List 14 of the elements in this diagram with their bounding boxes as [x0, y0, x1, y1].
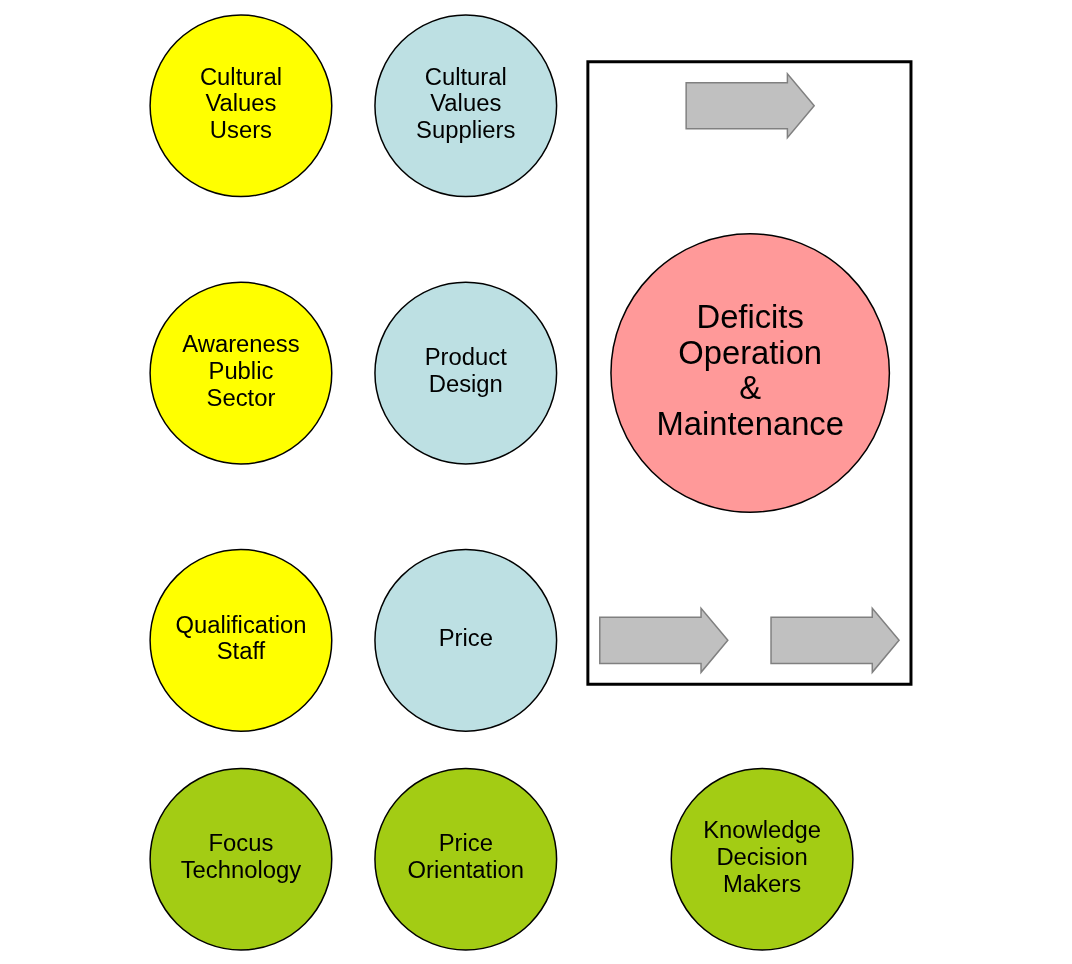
cluster: [585, 59, 912, 686]
node-circle: Product Design: [373, 281, 557, 465]
node-circle: Price Orientation: [373, 767, 557, 951]
node-circle: Knowledge Decision Makers: [670, 767, 854, 951]
node-circle: Deficits Operation & Maintenance: [609, 232, 890, 513]
node-circle: Cultural Values Users: [148, 13, 332, 197]
node-arrow: [769, 605, 900, 674]
node-circle: Awareness Public Sector: [148, 281, 332, 465]
node-circle: Price: [373, 548, 557, 732]
node-arrow: [598, 605, 729, 674]
node-circle: Focus Technology: [148, 767, 332, 951]
node-circle: Qualification Staff: [148, 548, 332, 732]
node-circle: Cultural Values Suppliers: [373, 13, 557, 197]
node-arrow: [684, 71, 815, 140]
